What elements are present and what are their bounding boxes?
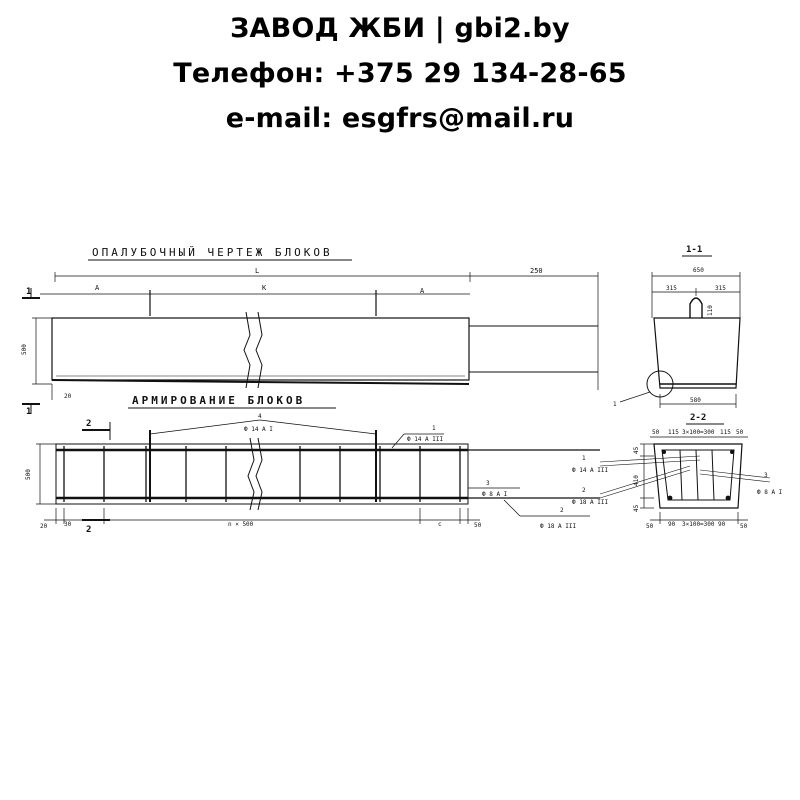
s22-bar-2: Ф 18 А III [572, 499, 609, 506]
dim-20: 20 [64, 393, 72, 400]
reinf-dim-c: c [438, 521, 442, 528]
s22-bottom-dim-0: 50 [646, 523, 654, 530]
reinforcement-title: АРМИРОВАНИЕ БЛОКОВ [132, 394, 305, 407]
dim-K: K [262, 284, 267, 292]
reinf-dim-spacing: n × 500 [228, 521, 254, 528]
s22-top-dim-4: 50 [736, 429, 744, 436]
dim-L: L [255, 267, 259, 275]
section-1-1-title: 1-1 [686, 245, 702, 255]
callout-1: 1 [613, 401, 617, 408]
section-mark-1-top: 1 [26, 287, 31, 297]
s22-top-dim-3: 115 [720, 429, 731, 436]
reinf-dim-20: 20 [40, 523, 48, 530]
dim-A-left: A [95, 284, 100, 292]
formwork-title: ОПАЛУБОЧНЫЙ ЧЕРТЕЖ БЛОКОВ [92, 246, 333, 259]
dim-580: 580 [690, 397, 701, 404]
s22-top-dim-1: 115 [668, 429, 679, 436]
s22-bar-3: Ф 8 А I [757, 489, 783, 496]
bar-mark-2: 2 [560, 507, 564, 514]
bar-mark-4: 4 [258, 413, 262, 420]
phone-line: Телефон: +375 29 134-28-65 [173, 58, 627, 89]
dim-A-right: A [420, 287, 425, 295]
reinf-dim-50: 50 [474, 522, 482, 529]
dim-110: 110 [707, 305, 714, 316]
dim-315-right: 315 [715, 285, 726, 292]
section-mark-2-top: 2 [86, 419, 91, 429]
s22-mark-1: 1 [582, 455, 586, 462]
email-line: e-mail: esgfrs@mail.ru [225, 103, 575, 134]
dim-315-left: 315 [666, 285, 677, 292]
s22-bottom-dim-1: 90 [668, 521, 676, 528]
factory-title: ЗАВОД ЖБИ | gbi2.by [230, 13, 570, 44]
s22-dim-45-bottom: 45 [633, 504, 640, 512]
bar-mark-1: 1 [432, 425, 436, 432]
section-2-2: 2-2 50 115 3×100=300 115 50 [572, 413, 783, 530]
reinforcement-drawing: АРМИРОВАНИЕ БЛОКОВ 4 Ф 14 А I 1 Ф 14 А I… [25, 394, 600, 535]
dim-height-500: 500 [21, 344, 28, 355]
bar-2-spec: Ф 18 А III [540, 523, 577, 530]
s22-mark-2: 2 [582, 487, 586, 494]
s22-top-dim-2: 3×100=300 [682, 429, 715, 436]
section-mark-1-bottom: 1 [26, 407, 31, 417]
bar-3-spec: Ф 8 А I [482, 491, 508, 498]
section-1-1: 1-1 650 315 315 110 1 580 [613, 245, 741, 408]
s22-dim-410: 410 [633, 475, 640, 486]
s22-bottom-dim-3: 90 [718, 521, 726, 528]
s22-bottom-dim-4: 50 [740, 523, 748, 530]
s22-top-dim-0: 50 [652, 429, 660, 436]
section-mark-2-bottom: 2 [86, 525, 91, 535]
header: ЗАВОД ЖБИ | gbi2.by Телефон: +375 29 134… [0, 6, 800, 141]
bar-4-spec: Ф 14 А I [244, 426, 273, 433]
dim-650: 650 [693, 267, 704, 274]
reinf-dim-height: 500 [25, 469, 32, 480]
s22-mark-3: 3 [764, 472, 768, 479]
reinf-dim-30: 30 [64, 521, 72, 528]
s22-bottom-dim-2: 3×100=300 [682, 521, 715, 528]
bar-mark-3: 3 [486, 480, 490, 487]
bar-1-spec: Ф 14 А III [407, 436, 444, 443]
formwork-drawing: ОПАЛУБОЧНЫЙ ЧЕРТЕЖ БЛОКОВ L 250 A K A 1 [21, 246, 599, 417]
section-2-2-title: 2-2 [690, 413, 706, 423]
s22-bar-1: Ф 14 А III [572, 467, 609, 474]
dim-250: 250 [530, 267, 543, 275]
s22-dim-45-top: 45 [633, 446, 640, 454]
